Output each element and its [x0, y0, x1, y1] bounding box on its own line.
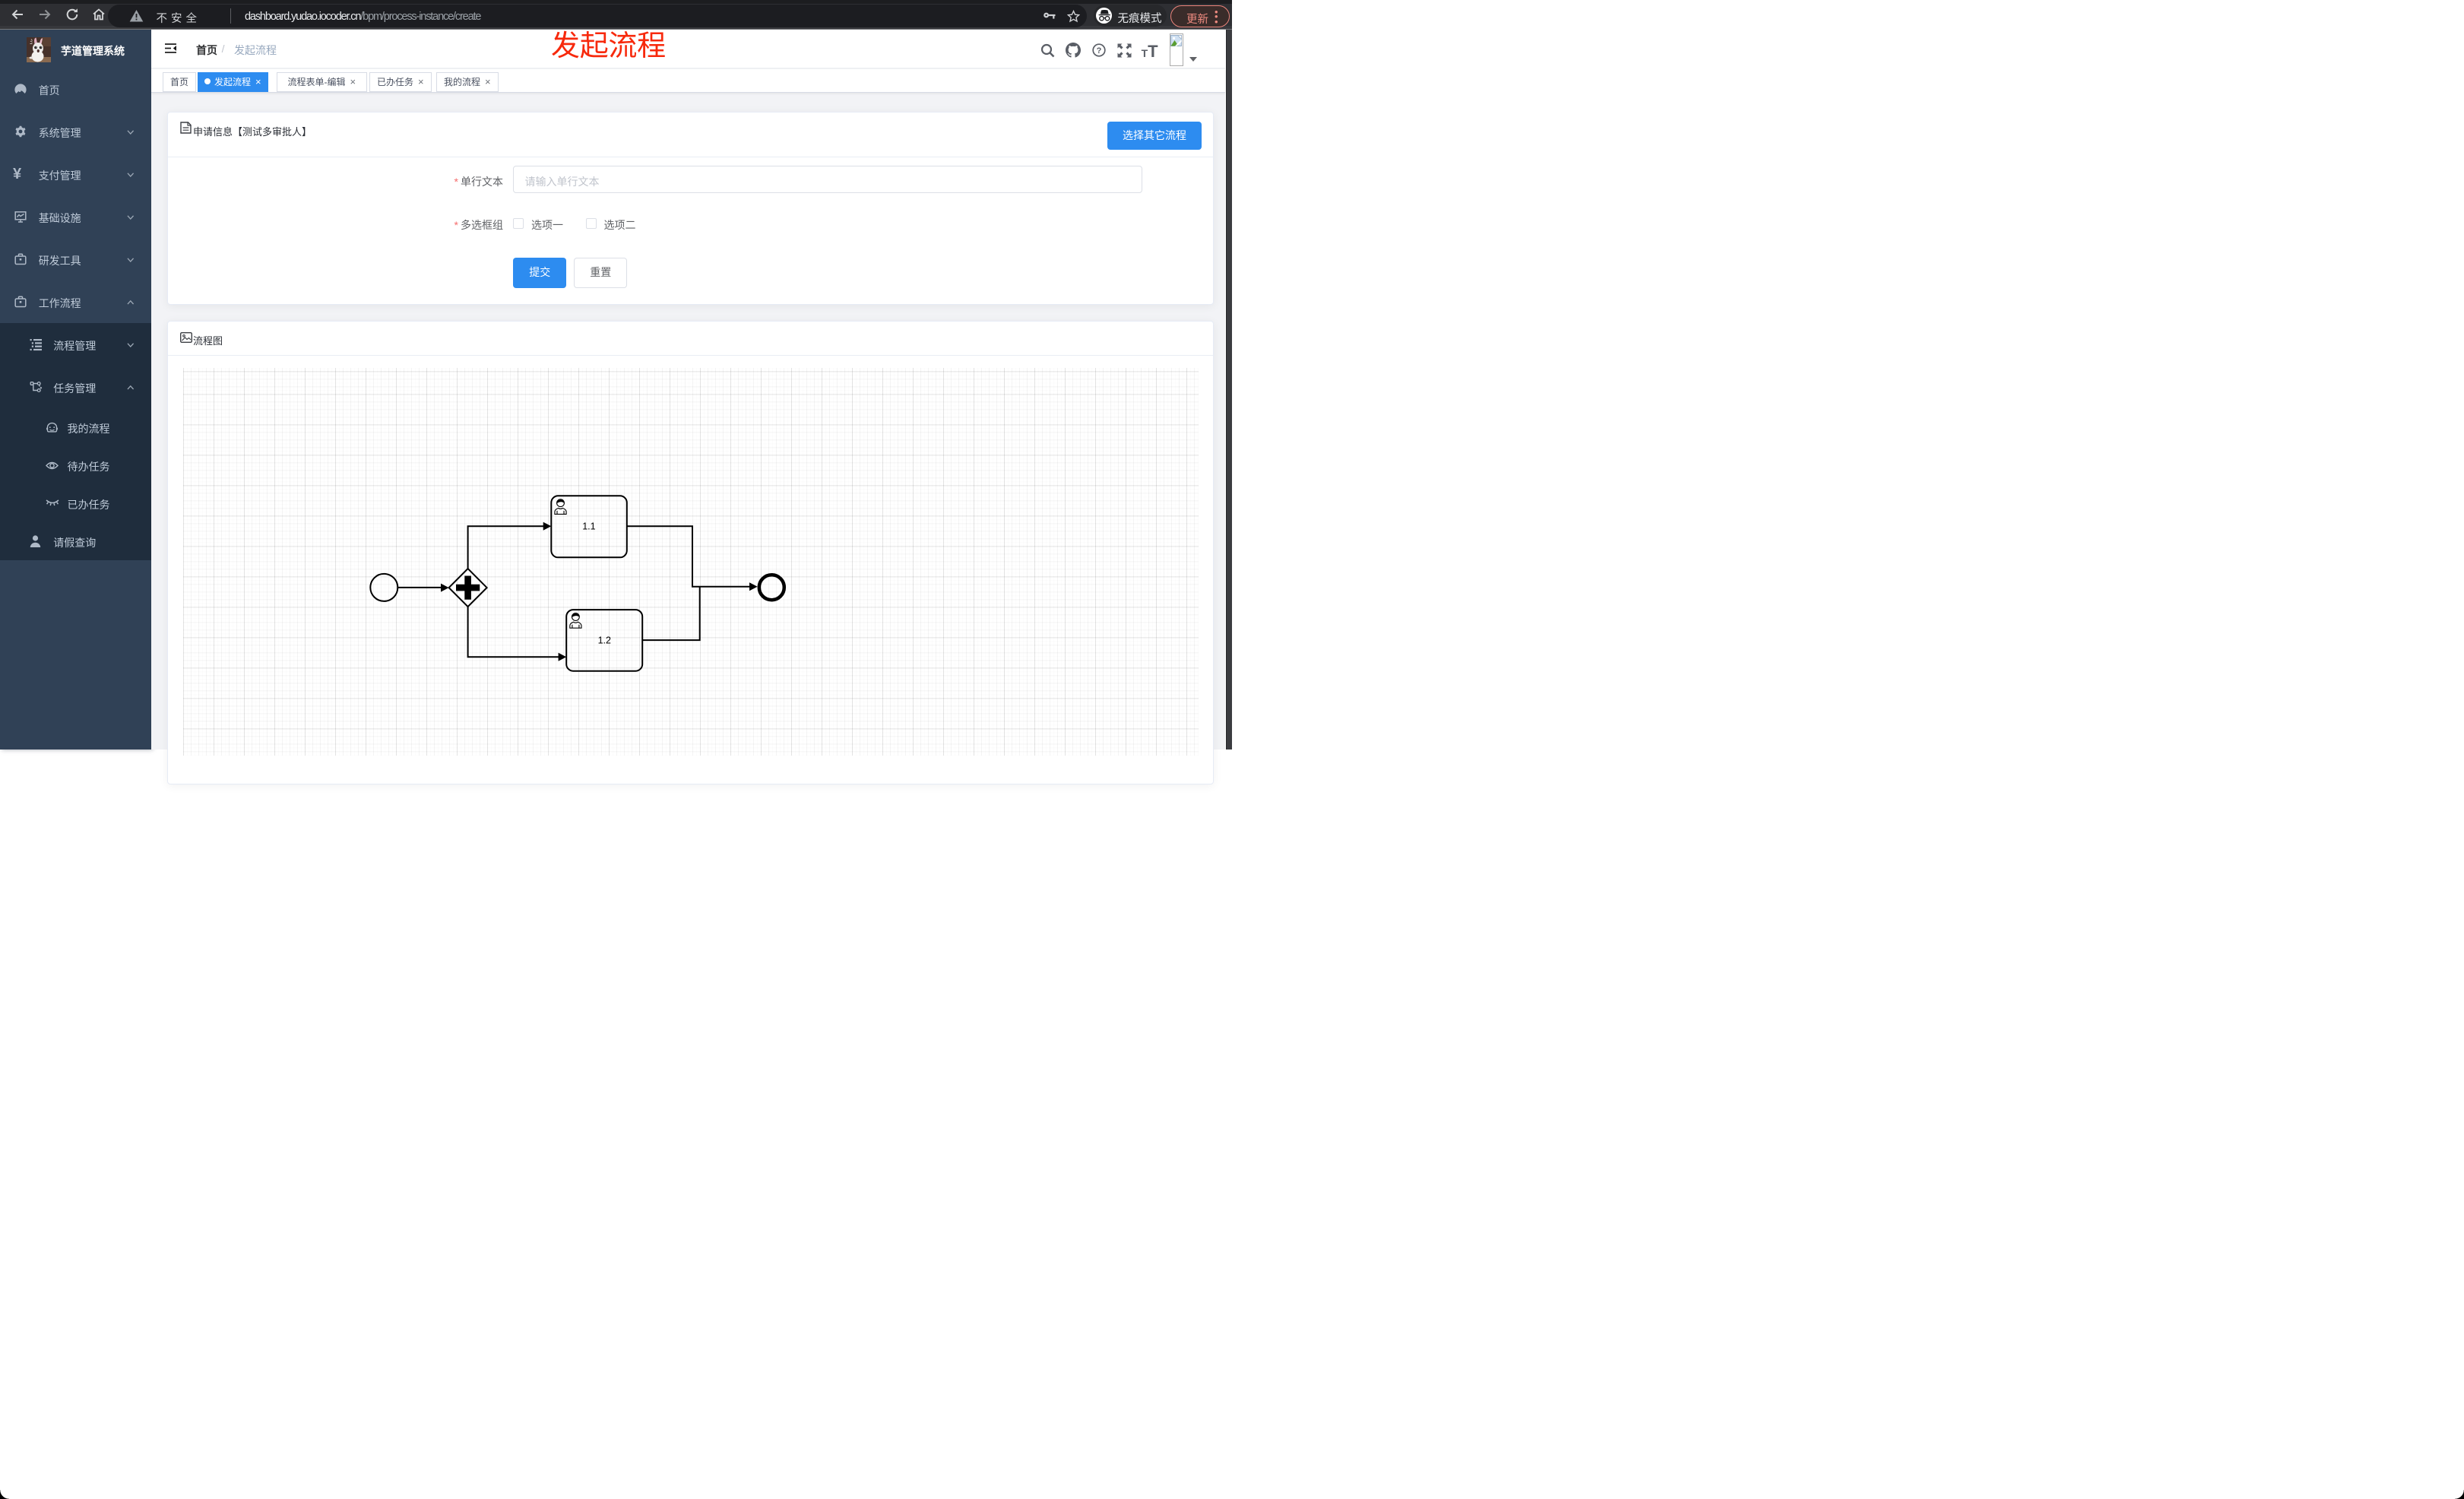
svg-text:1.2: 1.2: [598, 635, 611, 645]
svg-text:?: ?: [1096, 46, 1101, 55]
svg-text:1.1: 1.1: [582, 521, 595, 531]
